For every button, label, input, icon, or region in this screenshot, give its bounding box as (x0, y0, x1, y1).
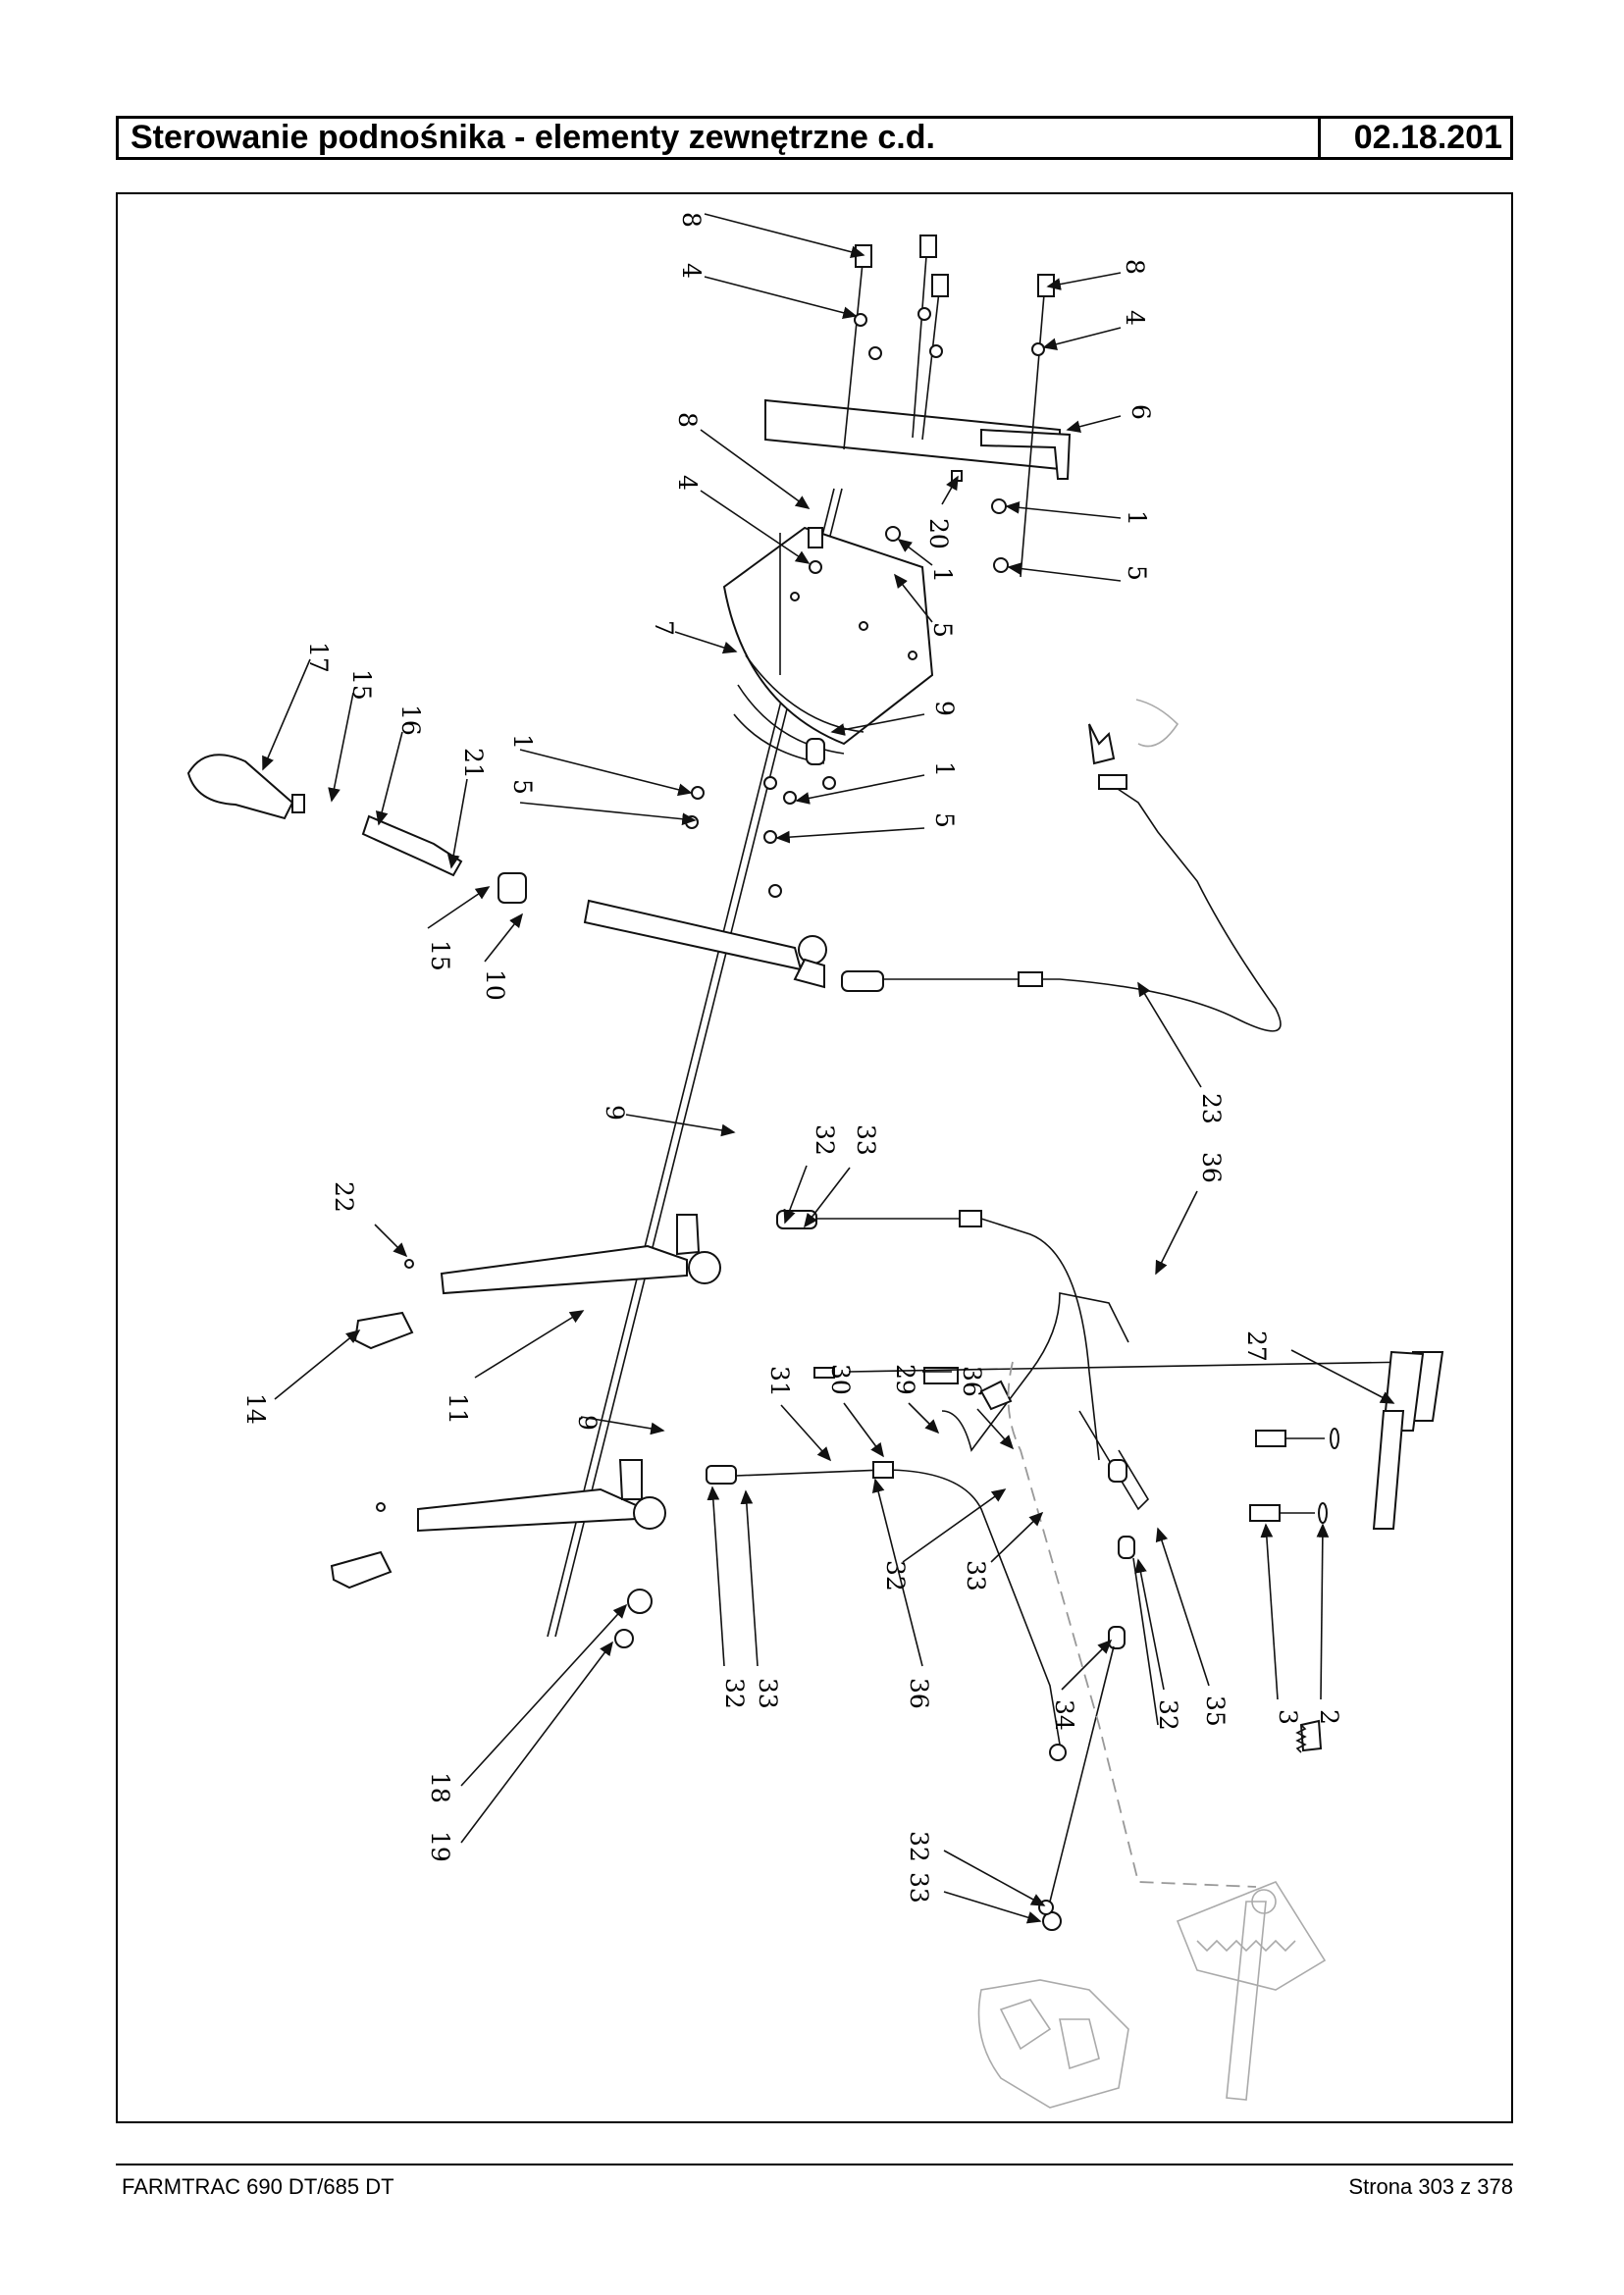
callout-label: 33 (962, 1560, 990, 1591)
footer-rule (116, 2164, 1513, 2165)
callout-label: 8 (1121, 259, 1149, 275)
callout-label: 1 (928, 567, 957, 583)
callout-label: 32 (881, 1560, 910, 1591)
callout-label: 8 (673, 412, 702, 428)
callout-label: 9 (601, 1105, 629, 1121)
exploded-view-drawing: 8 4 8 4 6 20 1 5 8 4 1 5 7 9 1 5 17 15 (186, 212, 1444, 2109)
callout-label: 32 (905, 1831, 933, 1862)
callout-label: 16 (396, 704, 425, 736)
page-title: Sterowanie podnośnika - elementy zewnętr… (131, 119, 935, 156)
footer-model: FARMTRAC 690 DT/685 DT (122, 2174, 394, 2199)
callout-label: 33 (852, 1124, 880, 1156)
callout-label: 21 (459, 748, 488, 779)
callout-label: 4 (1121, 310, 1149, 326)
callout-label: 36 (1197, 1152, 1226, 1183)
callout-label: 11 (444, 1393, 472, 1425)
callout-label: 7 (650, 620, 678, 636)
spring-3 (1295, 1724, 1307, 1753)
callout-label: 17 (304, 642, 333, 673)
quadrant-plate (685, 526, 934, 898)
callout-label: 6 (1126, 404, 1155, 420)
callout-label: 4 (677, 263, 706, 279)
callout-label: 1 (930, 761, 959, 777)
quadrant-ghost (1176, 1881, 1327, 2101)
callout-label: 9 (930, 701, 959, 716)
upper-bracket (764, 235, 1072, 578)
callout-label: 19 (426, 1831, 454, 1862)
callout-label: 32 (1154, 1699, 1182, 1731)
footer-page-number: Strona 303 z 378 (1348, 2174, 1513, 2199)
callout-label: 31 (765, 1366, 794, 1397)
callout-label: 10 (481, 969, 509, 1001)
callout-label: 5 (1123, 565, 1151, 581)
callout-label: 18 (426, 1772, 454, 1803)
callout-label: 5 (928, 622, 957, 638)
callout-label: 2 (1315, 1709, 1343, 1725)
callout-label: 35 (1201, 1695, 1230, 1727)
page-header: Sterowanie podnośnika - elementy zewnętr… (116, 116, 1513, 160)
parts-diagram: 8 4 8 4 6 20 1 5 8 4 1 5 7 9 1 5 17 15 (116, 192, 1513, 2123)
callout-label: 8 (677, 212, 706, 228)
callout-label: 23 (1197, 1093, 1226, 1124)
callout-label: 30 (826, 1364, 855, 1395)
callout-label: 1 (508, 734, 537, 750)
callout-label: 20 (924, 518, 953, 549)
callout-label: 15 (347, 669, 376, 701)
callout-label: 1 (1123, 510, 1151, 526)
callout-label: 33 (905, 1872, 933, 1904)
bracket-27 (1249, 1350, 1444, 1752)
valve-body-ghost (977, 1979, 1129, 2109)
pedal-lever-11 (353, 1214, 721, 1350)
callout-label: 27 (1242, 1330, 1271, 1362)
callout-label: 36 (905, 1678, 933, 1709)
callout-label: 15 (426, 940, 454, 971)
callout-label: 34 (1050, 1699, 1078, 1731)
callout-label: 5 (930, 812, 959, 828)
hand-lever (186, 754, 827, 989)
callout-label: 22 (330, 1181, 358, 1213)
callout-label: 5 (508, 779, 537, 795)
callout-label: 36 (958, 1366, 986, 1397)
section-code: 02.18.201 (1318, 119, 1510, 157)
callout-label: 4 (673, 475, 702, 491)
callout-label: 32 (811, 1124, 839, 1156)
linkage-assembly (813, 1292, 1414, 1931)
callouts: 8 4 8 4 6 20 1 5 8 4 1 5 7 9 1 5 17 15 (241, 212, 1395, 1924)
callout-label: 3 (1274, 1709, 1302, 1725)
callout-label: 33 (754, 1678, 782, 1709)
cable-23 (841, 699, 1282, 1032)
pedal-lever-12 (330, 1459, 666, 1648)
callout-label: 14 (241, 1393, 270, 1425)
cable-36-lower (706, 1461, 1067, 1761)
callout-label: 29 (891, 1364, 919, 1395)
callout-label: 32 (720, 1678, 749, 1709)
